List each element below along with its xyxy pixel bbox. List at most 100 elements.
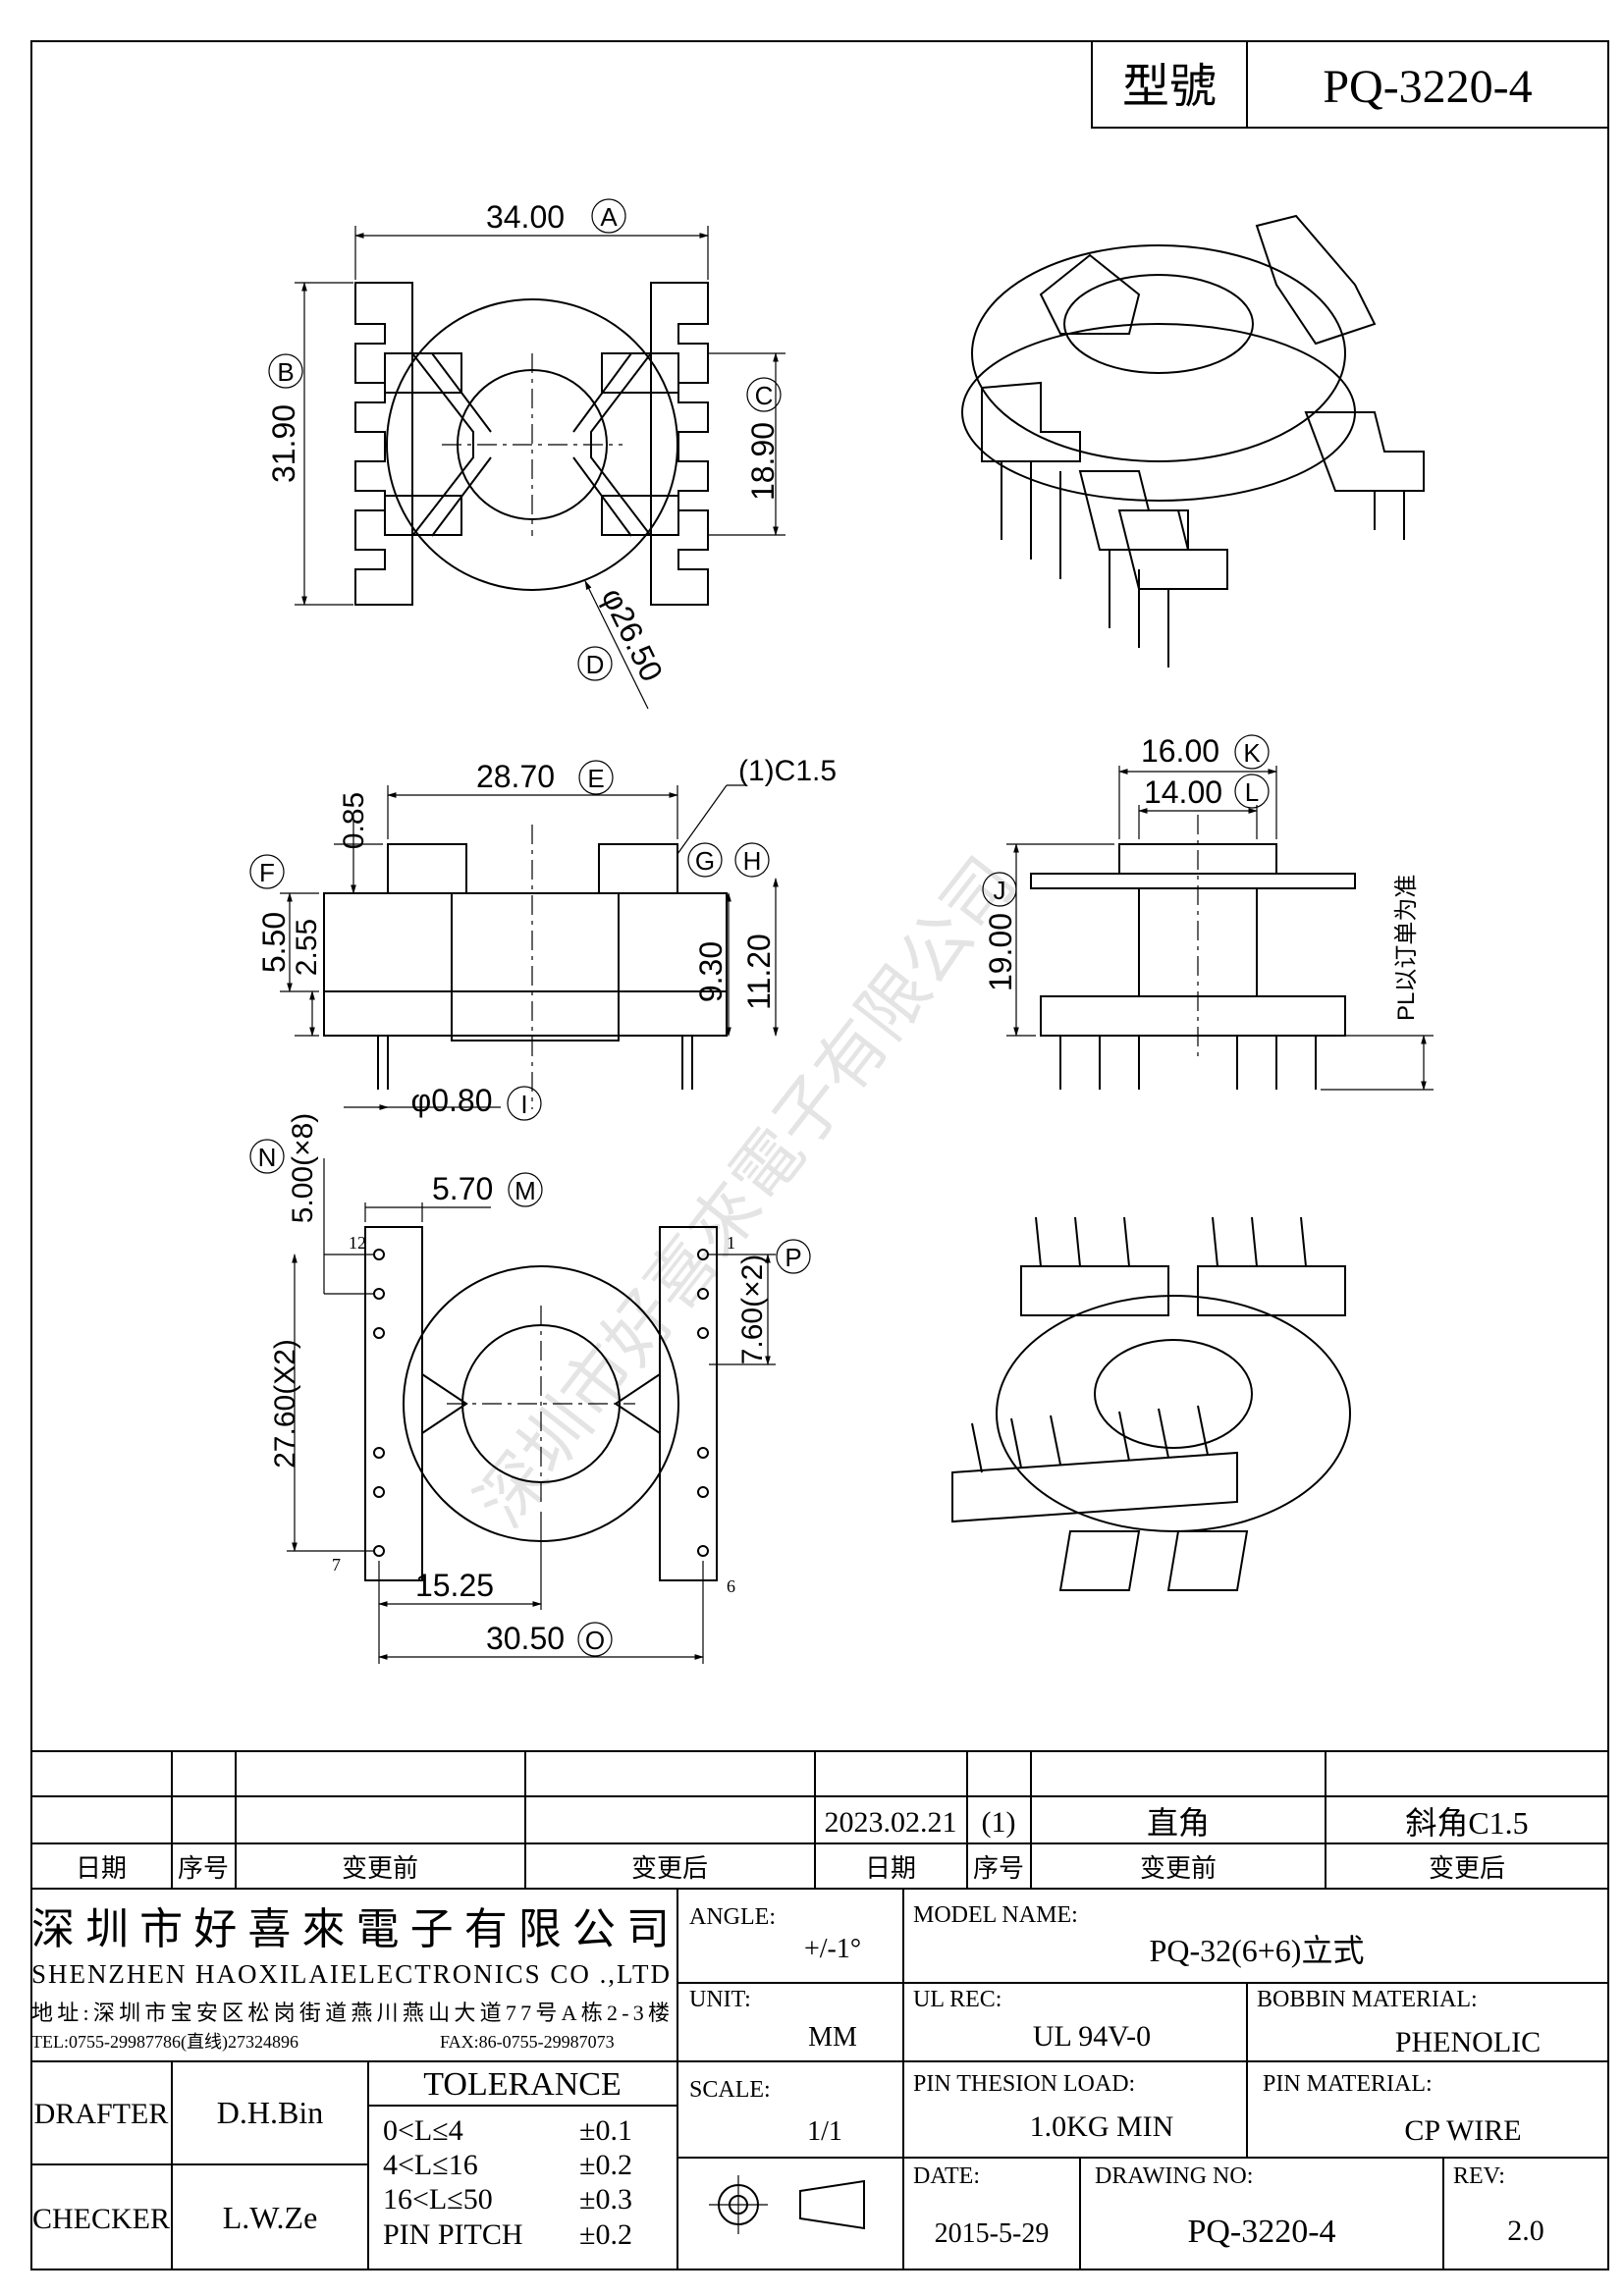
tolerance-range-4: PIN PITCH (383, 2218, 523, 2251)
unit-value: MM (808, 2022, 857, 2053)
dim-m-value: 5.70 (432, 1171, 493, 1206)
revision-header-seq-2: 序号 (973, 1854, 1024, 1883)
dim-e-value: 28.70 (476, 759, 555, 794)
model-name-value: PQ-32(6+6)立式 (1150, 1933, 1365, 1968)
revision-header-date-2: 日期 (865, 1854, 916, 1883)
dim-2760-value: 27.60(X2) (269, 1339, 301, 1468)
model-name-label: MODEL NAME: (913, 1902, 1078, 1928)
angle-value: +/-1° (804, 1934, 861, 1964)
unit-label: UNIT: (689, 1987, 751, 2012)
chamfer-note: (1)C1.5 (738, 755, 837, 787)
dim-d-value: φ26.50 (595, 582, 671, 686)
date-value: 2015-5-29 (935, 2218, 1050, 2249)
projection-symbol-icon (709, 2175, 865, 2234)
side-view: 16.00 K 14.00 L 19.00 J PL以订单为准 (982, 733, 1434, 1091)
dim-o-letter: O (585, 1626, 605, 1655)
ul-label: UL REC: (913, 1987, 1001, 2012)
revision-after: 斜角C1.5 (1405, 1805, 1528, 1841)
dim-g-letter: G (695, 846, 715, 876)
dim-f-value: 5.50 (256, 912, 292, 973)
dim-k-letter: K (1243, 738, 1261, 768)
revision-header-after-2: 变更后 (1429, 1854, 1505, 1883)
dim-p-value: 7.60(×2) (736, 1255, 769, 1365)
revision-before: 直角 (1147, 1805, 1210, 1841)
dim-o-value: 30.50 (486, 1621, 565, 1656)
revision-header-before-1: 变更前 (342, 1854, 418, 1883)
dim-d-letter: D (586, 650, 605, 679)
scale-label: SCALE: (689, 2077, 771, 2103)
dim-p-letter: P (785, 1243, 801, 1272)
company-fax: FAX:86-0755-29987073 (440, 2032, 615, 2052)
drafter-label: DRAFTER (34, 2098, 169, 2130)
pin-label-7: 7 (332, 1555, 341, 1575)
pin-material-value: CP WIRE (1404, 2114, 1521, 2147)
pin-load-label: PIN THESION LOAD: (913, 2071, 1135, 2097)
company-name-cn: 深圳市好喜來電子有限公司 (31, 1905, 670, 1953)
revision-header-before-2: 变更前 (1140, 1854, 1217, 1883)
dim-g-value: 9.30 (693, 941, 729, 1002)
dim-j-value: 19.00 (983, 913, 1018, 991)
dim-b-value: 31.90 (266, 404, 301, 483)
dim-a-value: 34.00 (486, 199, 565, 235)
revision-header-date-1: 日期 (76, 1854, 127, 1883)
top-view: 34.00 A 31.90 B 18.90 C φ26.50 D (266, 198, 785, 710)
iso-view-upper (961, 214, 1425, 667)
dim-m-letter: M (514, 1176, 536, 1205)
header-model-value: PQ-3220-4 (1323, 61, 1532, 113)
drawing-no-value: PQ-3220-4 (1187, 2214, 1335, 2250)
iso-view-lower (951, 1216, 1351, 1591)
tolerance-value-2: ±0.2 (579, 2149, 632, 2181)
pin-load-value: 1.0KG MIN (1030, 2110, 1174, 2143)
company-tel: TEL:0755-29987786(直线)27324896 (31, 2032, 298, 2053)
checker-label: CHECKER (32, 2203, 170, 2235)
scale-value: 1/1 (807, 2116, 842, 2147)
rev-label: REV: (1453, 2163, 1505, 2189)
ul-value: UL 94V-0 (1033, 2020, 1151, 2053)
revision-header-seq-1: 序号 (178, 1854, 229, 1883)
dim-1525-value: 15.25 (415, 1568, 494, 1603)
dim-085-value: 0.85 (338, 792, 370, 849)
angle-label: ANGLE: (689, 1904, 776, 1930)
tolerance-range-2: 4<L≤16 (383, 2149, 478, 2181)
dim-i-letter: I (520, 1090, 527, 1119)
dim-e-letter: E (587, 764, 604, 793)
pin-label-6: 6 (727, 1576, 735, 1596)
header-model-box: 型號 PQ-3220-4 (1091, 40, 1609, 129)
dim-255-value: 2.55 (291, 919, 323, 976)
company-name-en: SHENZHEN HAOXILAIELECTRONICS CO .,LTD (31, 1959, 670, 1989)
revision-seq: (1) (982, 1806, 1016, 1839)
dim-l-letter: L (1245, 777, 1259, 807)
date-label: DATE: (913, 2163, 980, 2189)
dim-k-value: 16.00 (1141, 733, 1219, 769)
dim-n-letter: N (258, 1143, 277, 1172)
header-model-label: 型號 (1122, 61, 1217, 113)
dim-j-letter: J (994, 876, 1006, 905)
rev-value: 2.0 (1507, 2215, 1544, 2247)
bobbin-label: BOBBIN MATERIAL: (1257, 1987, 1478, 2012)
dim-h-value: 11.20 (741, 934, 777, 1010)
dim-c-value: 18.90 (745, 422, 781, 501)
revision-date: 2023.02.21 (825, 1806, 957, 1839)
title-block: 深圳市好喜來電子有限公司 SHENZHEN HAOXILAIELECTRONIC… (31, 1889, 1608, 2269)
dim-f-letter: F (259, 858, 275, 887)
tolerance-range-3: 16<L≤50 (383, 2183, 493, 2216)
pl-note: PL以订单为准 (1393, 875, 1420, 1021)
sheet-border (30, 40, 1609, 2270)
tolerance-value-4: ±0.2 (579, 2218, 632, 2251)
dim-l-value: 14.00 (1144, 774, 1222, 810)
checker-value: L.W.Ze (223, 2200, 318, 2235)
bottom-view: 12 1 7 6 5.70 M 5.00(×8) N 27.60(X2) 7.6… (249, 1113, 811, 1664)
pin-material-label: PIN MATERIAL: (1263, 2071, 1433, 2097)
dim-b-letter: B (277, 357, 294, 387)
dim-n-value: 5.00(×8) (287, 1113, 319, 1224)
pin-label-12: 12 (349, 1233, 366, 1253)
tolerance-value-3: ±0.3 (579, 2183, 632, 2216)
drafter-value: D.H.Bin (217, 2095, 323, 2130)
dim-c-letter: C (755, 381, 774, 410)
front-view: 28.70 E (1)C1.5 G H 9.30 11.20 0.85 5.50… (249, 755, 837, 1121)
pin-label-1: 1 (727, 1233, 735, 1253)
drawing-no-label: DRAWING NO: (1095, 2163, 1253, 2189)
revision-table: 2023.02.21 (1) 直角 斜角C1.5 日期 序号 变更前 变更后 日… (30, 1750, 1609, 1890)
tolerance-title: TOLERANCE (423, 2066, 621, 2103)
